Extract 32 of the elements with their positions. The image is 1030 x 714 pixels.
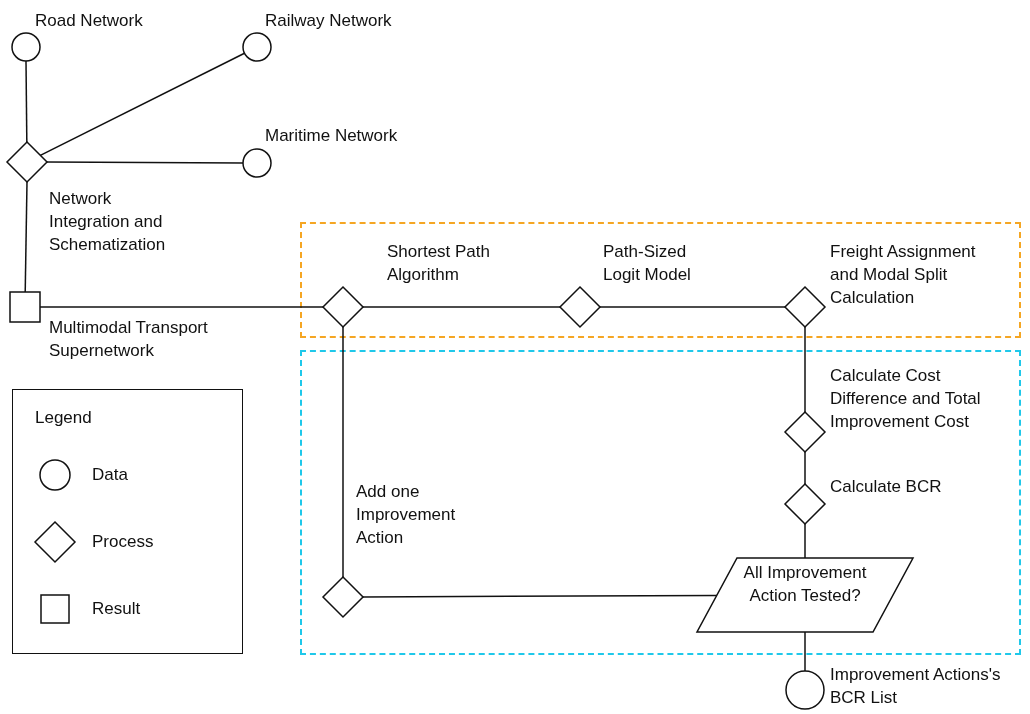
node-label: Calculate BCR	[830, 476, 943, 498]
dashed-group-box	[300, 350, 1021, 655]
node-label: All Improvement Action Tested?	[743, 562, 867, 607]
legend-label: Process	[92, 531, 154, 553]
node-label: Calculate Cost Difference and Total Improvement Cost	[830, 365, 982, 433]
node-label: Railway Network	[265, 10, 393, 32]
node-label: Multimodal Transport Supernetwork	[49, 317, 209, 362]
node-label: Freight Assignment and Modal Split Calculation	[830, 241, 977, 309]
connector-line	[804, 326, 806, 413]
node-label: Maritime Network	[265, 125, 399, 147]
connector-line	[599, 306, 786, 308]
connector-line	[39, 52, 246, 157]
connector-line	[362, 594, 718, 598]
connector-line	[39, 306, 324, 308]
connector-line	[24, 181, 28, 293]
connector-line	[362, 306, 561, 308]
node-label: Add one Improvement Action	[356, 481, 457, 549]
dashed-group-box	[300, 222, 1021, 338]
node-label: Improvement Actions's BCR List	[830, 664, 1002, 709]
connector-line	[804, 451, 806, 485]
node-label: Road Network	[35, 10, 144, 32]
node-label: Path-Sized Logit Model	[603, 241, 692, 286]
legend-label: Data	[92, 464, 128, 486]
legend-title: Legend	[35, 407, 92, 429]
connector-line	[25, 60, 28, 143]
connector-line	[804, 523, 806, 559]
connector-line	[46, 161, 244, 164]
node-label: Network Integration and Schematization	[49, 188, 167, 256]
legend-label: Result	[92, 598, 141, 620]
connector-line	[804, 631, 806, 672]
connector-line	[342, 326, 344, 578]
node-label: Shortest Path Algorithm	[387, 241, 491, 286]
